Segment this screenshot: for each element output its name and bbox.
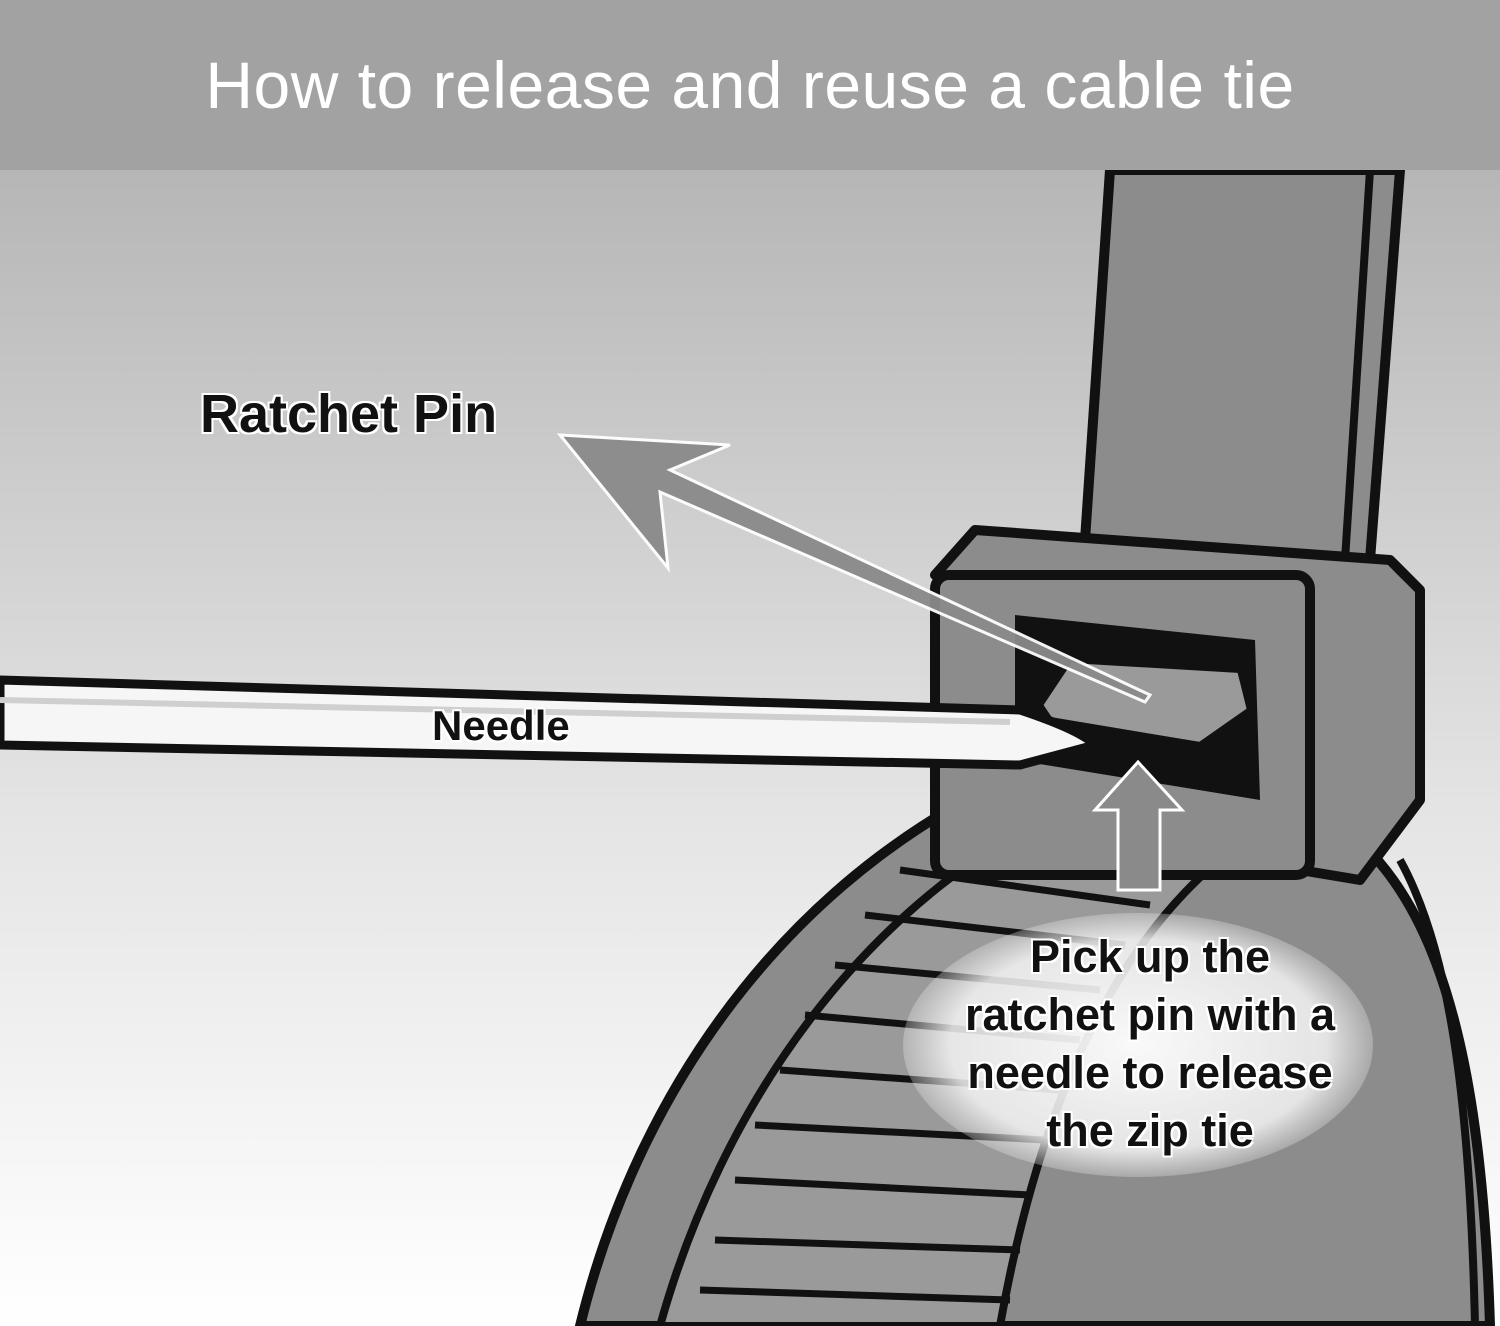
instruction-text: Pick up the ratchet pin with a needle to… (905, 928, 1395, 1160)
instruction-bubble (903, 913, 1373, 1177)
instruction-line: Pick up the (1029, 931, 1271, 982)
ratchet-pin-label: Ratchet Pin (200, 384, 498, 444)
cable-tie-head (930, 525, 1425, 885)
upper-strap (1079, 165, 1406, 566)
instruction-line: ratchet pin with a (964, 989, 1336, 1040)
needle (0, 675, 1104, 770)
ratchet-pin-arrow (556, 433, 1153, 704)
instruction-line: needle to release (967, 1047, 1333, 1098)
instruction-line: the zip tie (1046, 1105, 1254, 1156)
page-title: How to release and reuse a cable tie (205, 48, 1295, 122)
title-bar: How to release and reuse a cable tie (0, 0, 1500, 170)
lift-arrow (1091, 759, 1186, 892)
needle-label: Needle (432, 702, 570, 749)
